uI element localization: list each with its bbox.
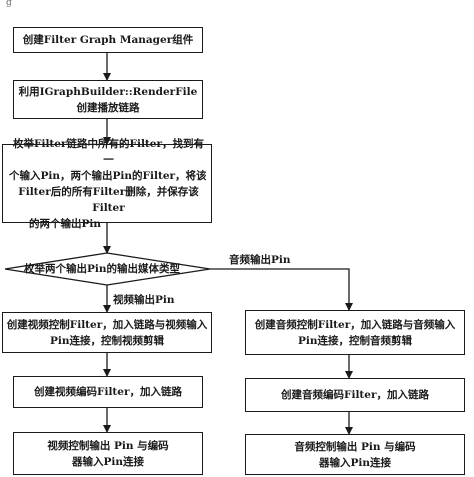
branch-label-video: 视频输出Pin (113, 294, 175, 306)
step-create-filter-graph-manager: 创建Filter Graph Manager组件 (13, 27, 203, 53)
step-render-file: 利用IGraphBuilder::RenderFile 创建播放链路 (13, 80, 203, 119)
step-create-video-control: 创建视频控制Filter，加入链路与视频输入 Pin连接，控制视频剪辑 (2, 312, 212, 353)
step-create-audio-control: 创建音频控制Filter，加入链路与音频输入 Pin连接，控制音频剪辑 (245, 310, 465, 355)
step-create-video-encoder: 创建视频编码Filter，加入链路 (13, 376, 203, 408)
step-video-connect-line1: 视频控制输出 Pin 与编码 (47, 439, 169, 452)
step-enumerate-line4: 的两个输出Pin (29, 217, 102, 230)
corner-mark: g (6, 0, 12, 8)
step-video-connect-line2: 器输入Pin连接 (71, 455, 145, 468)
step-create-filter-graph-manager-text: 创建Filter Graph Manager组件 (22, 34, 194, 46)
step-video-control-line1: 创建视频控制Filter，加入链路与视频输入 (6, 318, 208, 331)
step-enumerate-line3: Filter后的所有Filter删除，并保存该Filter (18, 185, 199, 214)
step-enumerate-line2: 个输入Pin，两个输出Pin的Filter，将该 (9, 169, 207, 182)
step-render-file-line2: 创建播放链路 (76, 101, 140, 114)
branch-label-audio: 音频输出Pin (229, 254, 291, 266)
step-audio-control-line1: 创建音频控制Filter，加入链路与音频输入 (254, 318, 456, 331)
step-video-control-line2: Pin连接，控制视频剪辑 (49, 334, 165, 347)
step-connect-video-pins: 视频控制输出 Pin 与编码 器输入Pin连接 (13, 432, 203, 475)
decision-text: 枚举两个输出Pin的输出媒体类型 (24, 263, 181, 275)
step-video-encoder-text: 创建视频编码Filter，加入链路 (34, 386, 182, 398)
step-render-file-line1: 利用IGraphBuilder::RenderFile (18, 85, 198, 98)
step-create-audio-encoder: 创建音频编码Filter，加入链路 (245, 378, 465, 412)
arrow-decision-to-audio-branch (210, 268, 353, 311)
step-audio-connect-line1: 音频控制输出 Pin 与编码 (294, 440, 416, 453)
step-audio-control-line2: Pin连接，控制音频剪辑 (297, 334, 413, 347)
step-audio-connect-line2: 器输入Pin连接 (318, 456, 392, 469)
step-enumerate-line1: 枚举Filter链路中所有的Filter，找到有一 (13, 137, 204, 166)
step-audio-encoder-text: 创建音频编码Filter，加入链路 (281, 389, 429, 401)
step-connect-audio-pins: 音频控制输出 Pin 与编码 器输入Pin连接 (245, 434, 465, 475)
step-enumerate-filters: 枚举Filter链路中所有的Filter，找到有一 个输入Pin，两个输出Pin… (2, 138, 212, 230)
